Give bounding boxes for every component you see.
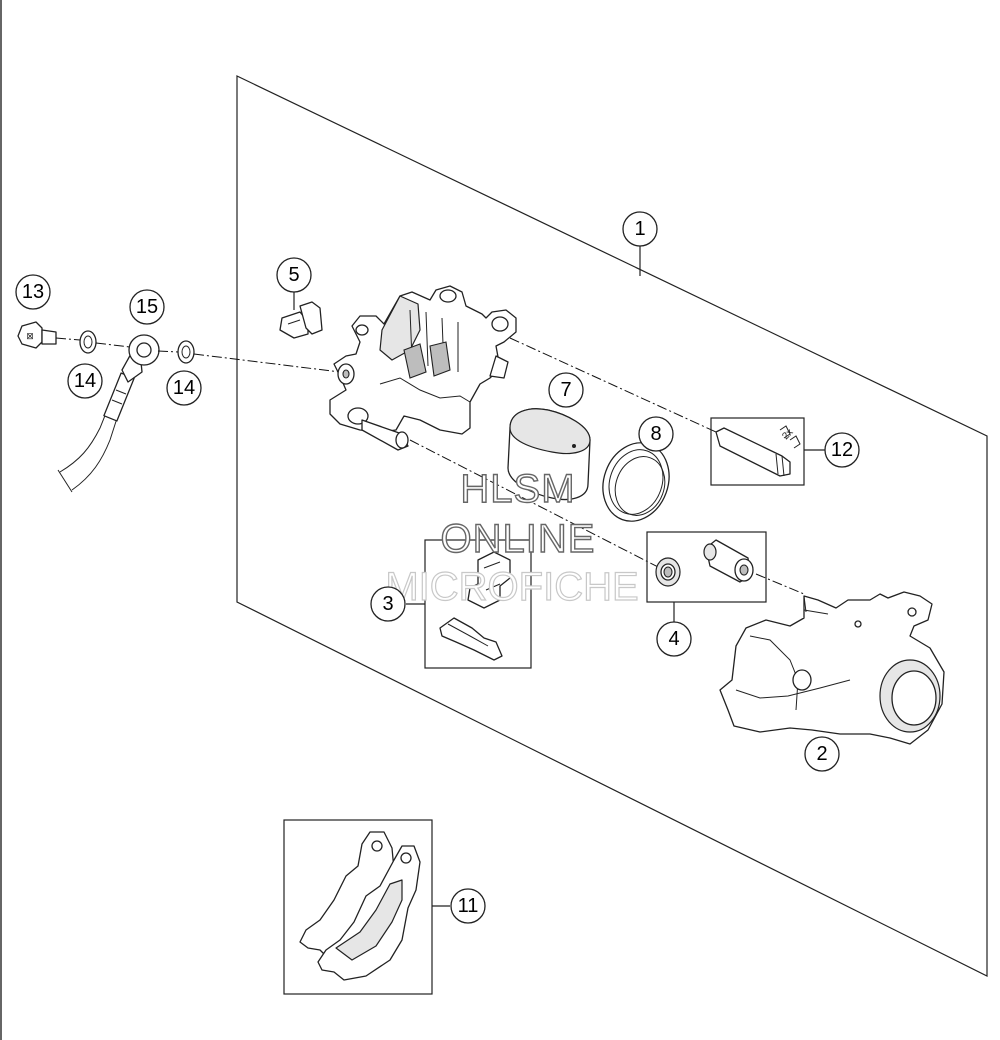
boot-seal[interactable] xyxy=(655,557,681,587)
bleeder-valve[interactable] xyxy=(279,301,323,339)
callout-7[interactable]: 7 xyxy=(548,372,584,408)
sealing-washer-right[interactable] xyxy=(177,340,195,364)
watermark: HLSM ONLINE MICROFICHE xyxy=(385,466,640,609)
callout-3[interactable]: 3 xyxy=(370,586,406,622)
brake-pad-box xyxy=(283,819,433,995)
leader-lines xyxy=(293,246,825,907)
assembly-frame xyxy=(236,75,988,977)
callout-3-label: 3 xyxy=(382,593,393,615)
callout-14-left-label: 14 xyxy=(74,370,96,392)
caliper-piston[interactable] xyxy=(507,408,591,501)
callout-11[interactable]: 11 xyxy=(450,888,486,924)
slide-bushing[interactable] xyxy=(703,539,754,583)
callout-12[interactable]: 12 xyxy=(824,432,860,468)
callout-14-left[interactable]: 14 xyxy=(67,363,103,399)
banjo-bolt[interactable]: ⊠ xyxy=(17,321,57,349)
guide-pin[interactable] xyxy=(715,427,791,477)
callout-13[interactable]: 13 xyxy=(15,274,51,310)
axis-line-bolt xyxy=(409,439,661,569)
watermark-line-3: MICROFICHE xyxy=(385,565,638,609)
callout-11-label: 11 xyxy=(458,895,479,917)
axis-line-slide xyxy=(755,573,805,595)
callout-15-label: 15 xyxy=(136,296,158,318)
pad-retainer-spring[interactable] xyxy=(467,551,511,609)
quantity-marker: 2x xyxy=(780,427,795,442)
pad-retainer-clip[interactable] xyxy=(439,617,503,661)
callout-5-label: 5 xyxy=(288,264,299,286)
caliper-carrier[interactable] xyxy=(719,591,945,745)
callout-8[interactable]: 8 xyxy=(638,416,674,452)
callout-2[interactable]: 2 xyxy=(804,736,840,772)
callout-7-label: 7 xyxy=(560,379,571,401)
caliper-housing[interactable] xyxy=(329,285,517,451)
watermark-line-1: HLSM xyxy=(460,467,575,511)
callout-15[interactable]: 15 xyxy=(129,289,165,325)
callout-14-right-label: 14 xyxy=(173,377,195,399)
callout-1-label: 1 xyxy=(634,218,645,240)
callout-4-label: 4 xyxy=(668,628,679,650)
watermark-line-2: ONLINE xyxy=(441,517,596,561)
brake-pad-front[interactable] xyxy=(317,845,421,981)
callout-4[interactable]: 4 xyxy=(656,621,692,657)
banjo-fitting[interactable] xyxy=(121,334,160,383)
sealing-washer-left[interactable] xyxy=(79,330,97,354)
brake-hose[interactable] xyxy=(57,372,135,493)
axis-line-banjo xyxy=(55,337,341,373)
svg-text:⊠: ⊠ xyxy=(26,331,34,341)
callout-5[interactable]: 5 xyxy=(276,257,312,293)
callout-12-label: 12 xyxy=(831,439,853,461)
bushing-kit-box xyxy=(646,531,767,603)
axis-line-pin xyxy=(509,337,717,433)
retaining-clip[interactable] xyxy=(779,425,801,449)
callout-8-label: 8 xyxy=(650,423,661,445)
callout-2-label: 2 xyxy=(816,743,827,765)
callout-1[interactable]: 1 xyxy=(622,211,658,247)
pin-kit-box xyxy=(710,417,805,486)
callout-13-label: 13 xyxy=(22,281,44,303)
callout-14-right[interactable]: 14 xyxy=(166,370,202,406)
